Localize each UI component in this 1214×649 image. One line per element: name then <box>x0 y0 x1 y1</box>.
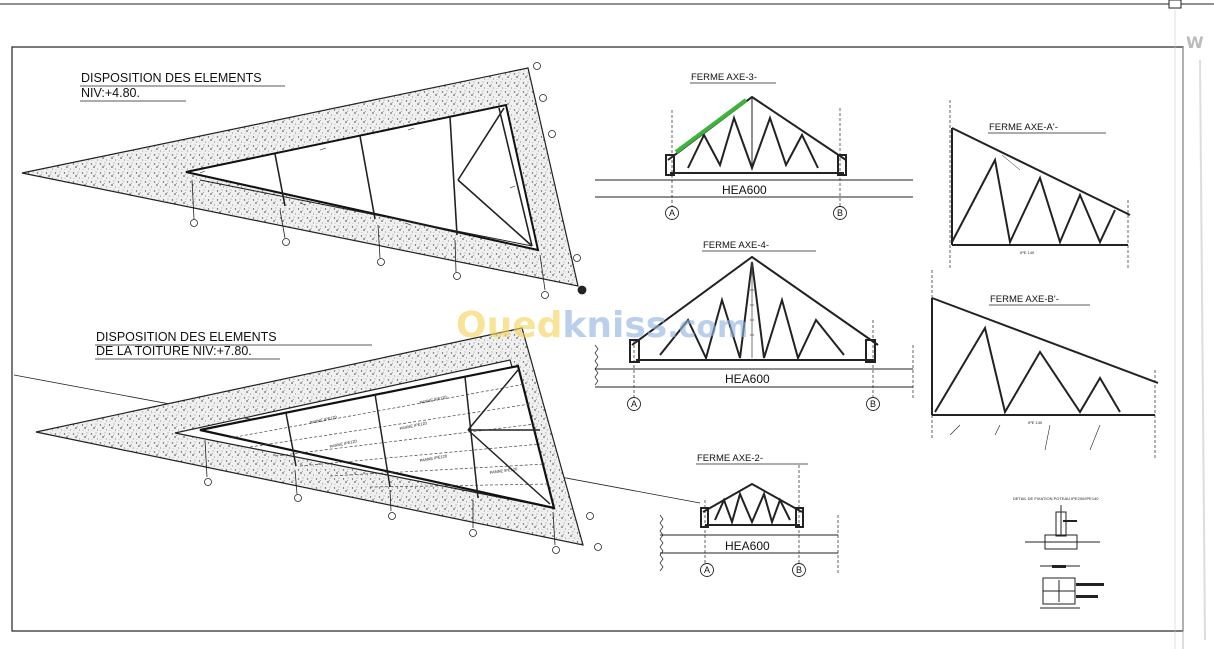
watermark-part2: kniss <box>562 305 667 346</box>
truss-axe3-highlight <box>674 98 748 154</box>
watermark-part1: Oued <box>456 305 562 346</box>
truss-axe2-title: FERME AXE-2- <box>697 453 763 464</box>
truss-axe-a-prime: FERME AXE-A'- IPE 140 <box>949 100 1131 270</box>
watermark-part3: .com <box>667 310 748 345</box>
truss-axe3-axis-a: A <box>669 208 675 218</box>
detail-title: DETAIL DE FIXATION POTEAU IPE200/IPE140 <box>1013 496 1099 501</box>
truss-axe3-axis-b: B <box>837 208 843 218</box>
truss-axe4-axis-b: B <box>870 399 876 409</box>
plan2-purlin-labels: PANNE IPE120 PANNE IPE120 PANNE IPE120 P… <box>309 394 518 475</box>
purlin-label: PANNE IPE120 <box>489 466 518 475</box>
truss-axe3-title: FERME AXE-3- <box>691 72 757 83</box>
plan2-grid-bubbles <box>204 439 602 554</box>
truss-axe2-axis-b: B <box>796 565 802 575</box>
purlin-label: PANNE IPE120 <box>419 453 448 463</box>
connection-detail: DETAIL DE FIXATION POTEAU IPE200/IPE140 <box>1013 496 1104 609</box>
purlin-label: PANNE IPE120 <box>419 394 448 405</box>
truss-axe-4: FERME AXE-4- HEA600 A B <box>594 240 914 411</box>
truss-axeA-title: FERME AXE-A'- <box>989 122 1058 133</box>
plan-toiture-780: DISPOSITION DES ELEMENTS DE LA TOITURE N… <box>13 327 701 554</box>
plan2-inner-frame <box>199 364 556 510</box>
plan1-title-line2: NIV:+4.80. <box>81 86 140 100</box>
purlin-label: PANNE IPE120 <box>309 414 338 425</box>
plan1-dimension-ticks <box>199 127 516 226</box>
truss-axe4-beam: HEA600 <box>725 372 770 386</box>
truss-axe-2: FERME AXE-2- HEA600 A B <box>659 453 839 577</box>
truss-axe-3: FERME AXE-3- HEA600 A B <box>595 72 913 220</box>
svg-text:Ouedkniss.com: Ouedkniss.com <box>456 305 748 346</box>
plan1-title-line1: DISPOSITION DES ELEMENTS <box>81 71 262 85</box>
corner-mark: W <box>1186 33 1204 52</box>
purlin-label: PANNE IPE120 <box>329 438 358 449</box>
truss-axe4-axis-a: A <box>631 399 637 409</box>
plan-niv-480: DISPOSITION DES ELEMENTS NIV:+4.80. <box>21 62 587 299</box>
plan1-members <box>199 107 533 247</box>
plan1-grid-bubbles <box>190 62 587 299</box>
truss-axe3-beam: HEA600 <box>722 183 767 197</box>
purlin-label: PANNE IPE120 <box>399 420 428 431</box>
truss-axeA-beam-label: IPE 140 <box>1020 250 1035 255</box>
truss-axe2-beam: HEA600 <box>725 539 770 553</box>
plan1-inner-frame <box>185 103 540 252</box>
plan2-title-line1: DISPOSITION DES ELEMENTS <box>96 330 277 344</box>
plan2-title-line2: DE LA TOITURE NIV:+7.80. <box>96 344 252 358</box>
truss-axeB-title: FERME AXE-B'- <box>990 294 1059 305</box>
truss-axe-b-prime: FERME AXE-B'- IPE 140 <box>931 270 1159 460</box>
plan2-members <box>285 369 551 505</box>
truss-axe4-title: FERME AXE-4- <box>703 240 769 251</box>
truss-axe2-axis-a: A <box>704 565 710 575</box>
truss-axeB-beam-label: IPE 140 <box>1028 420 1043 425</box>
watermark: Ouedkniss.com <box>456 305 748 346</box>
